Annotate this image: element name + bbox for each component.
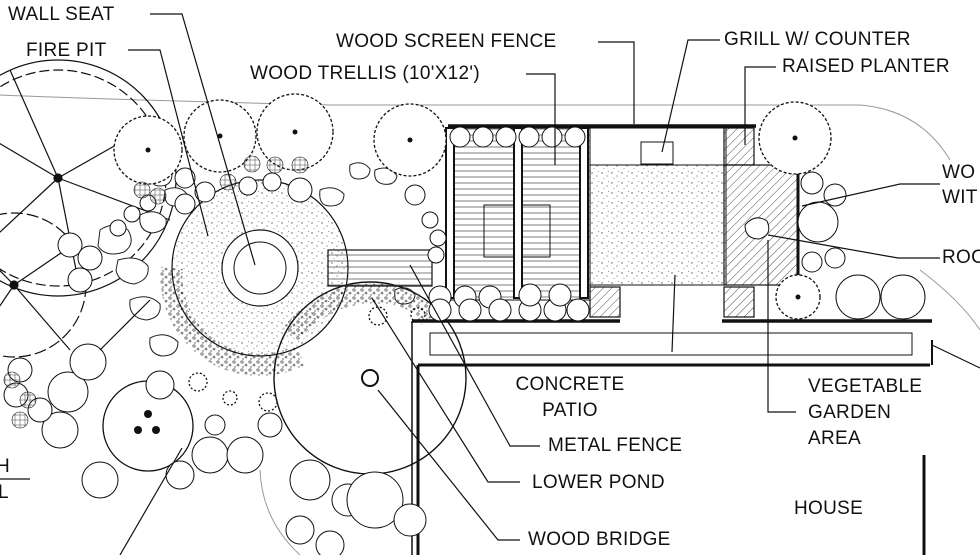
fire-pit-patio — [160, 179, 349, 376]
label-wo-truncated: WO — [942, 162, 976, 183]
label-left-cut-1: H — [0, 456, 11, 477]
label-wit-truncated: WIT — [942, 187, 978, 208]
concrete-patio — [589, 164, 727, 286]
wood-bridge — [327, 249, 433, 287]
tree-trunks — [134, 129, 801, 434]
label-raised-planter: RAISED PLANTER — [782, 56, 950, 77]
label-wood-trellis: WOOD TRELLIS (10'X12') — [250, 63, 480, 84]
label-patio: PATIO — [542, 400, 598, 421]
label-concrete: CONCRETE — [515, 374, 625, 395]
label-area: AREA — [808, 428, 861, 449]
label-house: HOUSE — [794, 498, 864, 519]
leader-lines — [0, 13, 980, 555]
label-wall-seat: WALL SEAT — [8, 4, 115, 25]
accent-plants — [188, 306, 426, 412]
label-left-cut-2: L — [0, 482, 9, 503]
label-garden: GARDEN — [808, 402, 892, 423]
label-fire-pit: FIRE PIT — [26, 40, 107, 61]
shrub-row — [3, 126, 926, 555]
label-grill-counter: GRILL W/ COUNTER — [724, 29, 911, 50]
groundcover — [3, 155, 309, 429]
label-wood-screen-fence: WOOD SCREEN FENCE — [336, 31, 557, 52]
label-metal-fence: METAL FENCE — [548, 435, 683, 456]
wood-trellis — [445, 127, 591, 301]
label-vegetable: VEGETABLE — [808, 376, 923, 397]
label-wood-bridge: WOOD BRIDGE — [528, 529, 671, 550]
label-lower-pond: LOWER POND — [532, 472, 665, 493]
label-roc-truncated: ROC — [942, 247, 980, 268]
vegetable-garden — [589, 127, 799, 318]
